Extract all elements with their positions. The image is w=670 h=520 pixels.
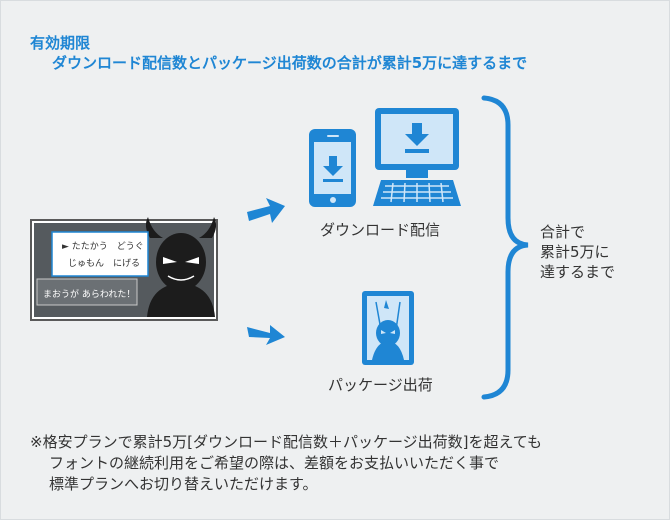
smartphone-icon bbox=[309, 129, 356, 207]
download-label: ダウンロード配信 bbox=[320, 221, 441, 239]
expiry-condition: ダウンロード配信数とパッケージ出荷数の合計が累計5万に達するまで bbox=[52, 54, 528, 72]
game-screen bbox=[30, 217, 218, 321]
command-menu bbox=[51, 231, 149, 277]
game-package-icon bbox=[362, 291, 414, 365]
note-line-3: 標準プランへお切り替えいただけます。 bbox=[49, 475, 318, 493]
download-arrow-icon bbox=[405, 123, 429, 153]
battle-menu-row-2: じゅもん にげる bbox=[68, 259, 141, 269]
curly-brace-icon bbox=[481, 95, 529, 400]
total-line-3: 達するまで bbox=[540, 263, 616, 281]
total-line-1: 合計で bbox=[540, 223, 586, 241]
keyboard-icon bbox=[373, 180, 461, 206]
battle-message: まおうが あらわれた！ bbox=[43, 290, 136, 300]
download-arrow-icon bbox=[323, 156, 343, 182]
demon-icon bbox=[145, 217, 217, 317]
note-line-2: フォントの継続利用をご希望の際は、差額をお支払いいただく事で bbox=[49, 454, 500, 472]
note-line-1: ※格安プランで累計5万[ダウンロード配信数＋パッケージ出荷数]を超えても bbox=[30, 433, 543, 451]
package-label: パッケージ出荷 bbox=[328, 376, 433, 394]
arrow-right-icon bbox=[247, 325, 285, 345]
arrow-right-icon bbox=[247, 198, 285, 223]
message-box bbox=[36, 278, 138, 306]
plan-note: ※格安プランで累計5万[ダウンロード配信数＋パッケージ出荷数]を超えても フォン… bbox=[30, 432, 542, 495]
battle-menu-row-1: ► たたかう どうぐ bbox=[62, 242, 144, 252]
expiry-heading: 有効期限 bbox=[30, 34, 91, 52]
desktop-computer-icon bbox=[373, 108, 461, 206]
total-line-2: 累計5万に bbox=[540, 243, 610, 261]
total-condition: 合計で 累計5万に 達するまで bbox=[540, 222, 615, 282]
